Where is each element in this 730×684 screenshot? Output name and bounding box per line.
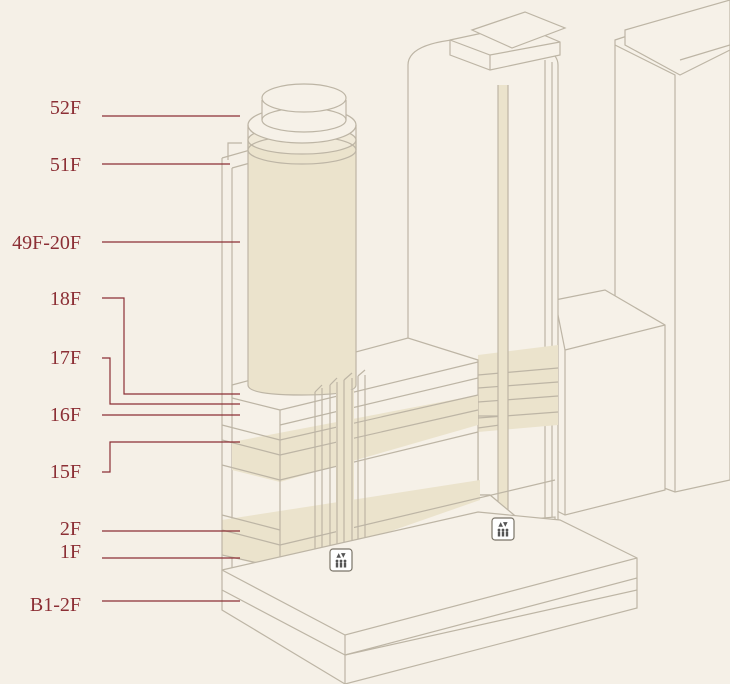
base-slab <box>221 511 638 684</box>
floor-label-16f: 16F <box>49 404 81 426</box>
floor-label-51f: 51F <box>49 154 81 176</box>
floor-label-15f: 15F <box>49 461 81 483</box>
elevator-icon: ▲▼ <box>491 517 515 541</box>
floor-label-1f: 1F <box>59 541 81 563</box>
svg-text:▲▼: ▲▼ <box>498 521 508 528</box>
left-tower <box>247 83 357 396</box>
floor-label-18f: 18F <box>49 288 81 310</box>
elevator-icon: ▲▼ <box>329 548 353 572</box>
svg-text:▲▼: ▲▼ <box>336 552 346 559</box>
floor-label-17f: 17F <box>49 347 81 369</box>
floor-label-52f: 52F <box>49 97 81 119</box>
leader-lines <box>102 115 240 602</box>
leader-18f <box>102 297 240 395</box>
floor-label-2f: 2F <box>59 518 81 540</box>
right-tower <box>407 11 567 530</box>
annex-block <box>554 289 666 516</box>
leader-17f <box>102 357 240 405</box>
leader-15f <box>102 441 240 473</box>
floor-label-49f-20f: 49F-20F <box>12 232 81 254</box>
floor-label-b1-2f: B1-2F <box>29 594 81 616</box>
